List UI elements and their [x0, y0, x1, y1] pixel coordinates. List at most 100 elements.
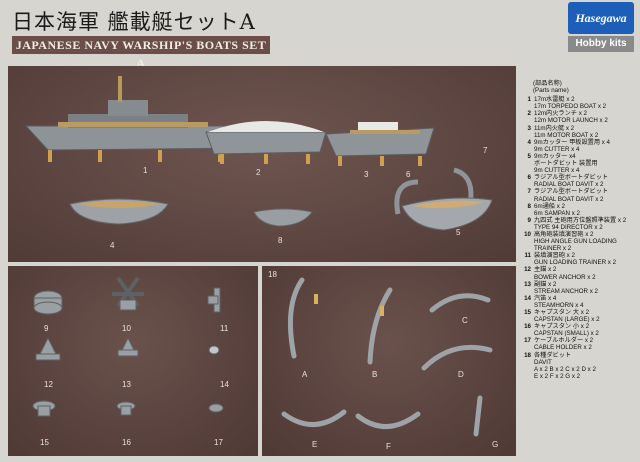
parts-list-item-line: 12m MOTOR LAUNCH x 2 — [534, 117, 608, 125]
parts-list-item-line: STEAMHORN x 4 — [534, 301, 584, 309]
parts-list-item-line: 6m SAMPAN x 2 — [534, 209, 580, 217]
davit-label-f: F — [386, 442, 391, 451]
parts-list-item-number: 13 — [524, 280, 531, 288]
parts-list-item-number: 14 — [524, 294, 531, 302]
davit-label-e: E — [312, 440, 318, 449]
parts-list-item-number: 2 — [527, 110, 531, 118]
davit-label-a: A — [302, 370, 308, 379]
davits-panel: 18 A B C D E F G — [262, 266, 516, 456]
parts-list-item-line: STREAM ANCHOR x 2 — [534, 287, 598, 295]
part-label-10: 10 — [122, 324, 131, 333]
parts-list-item-line: 6m通船 x 2 — [534, 202, 565, 210]
parts-list-item-line: ラジアル型ボートダビット — [534, 188, 609, 196]
parts-list-item-line: GUN LOADING TRAINER x 2 — [534, 259, 617, 267]
davit-label-b: B — [372, 370, 378, 379]
fittings-panel: 9 10 11 12 13 14 15 16 17 — [8, 266, 258, 456]
parts-list-heading-jp: (部品名称) — [533, 80, 562, 87]
davits-illustration — [281, 277, 493, 437]
davit-e-part — [281, 409, 347, 427]
part-label-1: 1 — [143, 166, 148, 175]
parts-list-item-number: 6 — [527, 174, 531, 182]
parts-list-item-number: 7 — [527, 188, 531, 196]
motor-launch-model — [205, 121, 327, 164]
parts-list-item-line: 汽笛 x 4 — [534, 294, 557, 302]
parts-list-item-line: E x 2 F x 2 G x 2 — [534, 372, 581, 380]
part-label-15: 15 — [40, 438, 49, 447]
part-label-18: 18 — [268, 270, 277, 279]
gun-loading-trainer-part — [207, 287, 221, 313]
parts-list-item-line: 9m CUTTER x 4 — [534, 145, 580, 153]
capstan-large-part — [32, 400, 56, 417]
part-label-11: 11 — [220, 324, 229, 333]
parts-list-item-line: RADIAL BOAT DAVIT x 2 — [534, 181, 604, 189]
davit-b-part — [367, 287, 393, 365]
parts-list-item-line: CAPSTAN (LARGE) x 2 — [534, 316, 600, 324]
part-label-8: 8 — [278, 236, 283, 245]
parts-list-item-line: ラジアル型ボートダビット — [534, 174, 609, 182]
title-english: JAPANESE NAVY WARSHIP'S BOATS SET A — [12, 36, 270, 70]
part-label-2: 2 — [256, 168, 261, 177]
boats-illustration — [24, 76, 493, 231]
parts-list-item-line: ボートダビット 装置用 — [534, 160, 598, 168]
parts-list-item-number: 1 — [527, 96, 531, 104]
parts-list-item-line: 副錨 x 2 — [534, 280, 557, 288]
parts-list-item-line: 各種ダビット — [534, 351, 572, 359]
part-label-17: 17 — [214, 438, 223, 447]
parts-list-item-line: 9m CUTTER x 4 — [534, 167, 580, 175]
boats-panel: 1 2 3 6 7 4 8 5 — [8, 66, 516, 262]
part-label-16: 16 — [122, 438, 131, 447]
part-label-12: 12 — [44, 380, 53, 389]
parts-list-item-line: ケーブルホルダー x 2 — [534, 337, 594, 345]
davit-f-part — [355, 411, 421, 429]
davit-label-c: C — [462, 316, 468, 325]
parts-list-item-number: 12 — [524, 266, 531, 274]
parts-list-item-line: 装填演習砲 x 2 — [534, 252, 575, 260]
parts-list-item-number: 16 — [524, 323, 531, 331]
parts-list-item-line: 11m MOTOR BOAT x 2 — [534, 131, 599, 139]
parts-list-item-line: キャプスタン 大 x 2 — [534, 309, 590, 316]
fittings-illustration — [32, 276, 224, 417]
part-label-9: 9 — [44, 324, 49, 333]
steamhorn-part — [208, 345, 220, 355]
sampan-model — [253, 208, 313, 227]
brand-logo: Hasegawa Hobby kits — [568, 2, 634, 54]
torpedo-boat-model — [24, 76, 259, 162]
parts-list-item-line: CABLE HOLDER x 2 — [534, 344, 592, 352]
parts-list-item-line: HIGH ANGLE GUN LOADING — [534, 238, 617, 246]
parts-list-item-line: RADIAL BOAT DAVIT x 2 — [534, 195, 604, 203]
parts-list-item-number: 18 — [524, 351, 531, 359]
stream-anchor-part — [117, 336, 139, 357]
parts-list-item-line: DAVIT — [534, 358, 552, 366]
parts-list-item-number: 10 — [524, 230, 531, 238]
capstan-small-part — [116, 401, 136, 416]
parts-list-item-number: 15 — [524, 309, 531, 316]
parts-list-item-line: CAPSTAN (SMALL) x 2 — [534, 330, 599, 338]
cutter-deck-model — [69, 198, 169, 225]
davit-label-g: G — [492, 440, 499, 449]
parts-list-item-number: 8 — [527, 202, 531, 210]
